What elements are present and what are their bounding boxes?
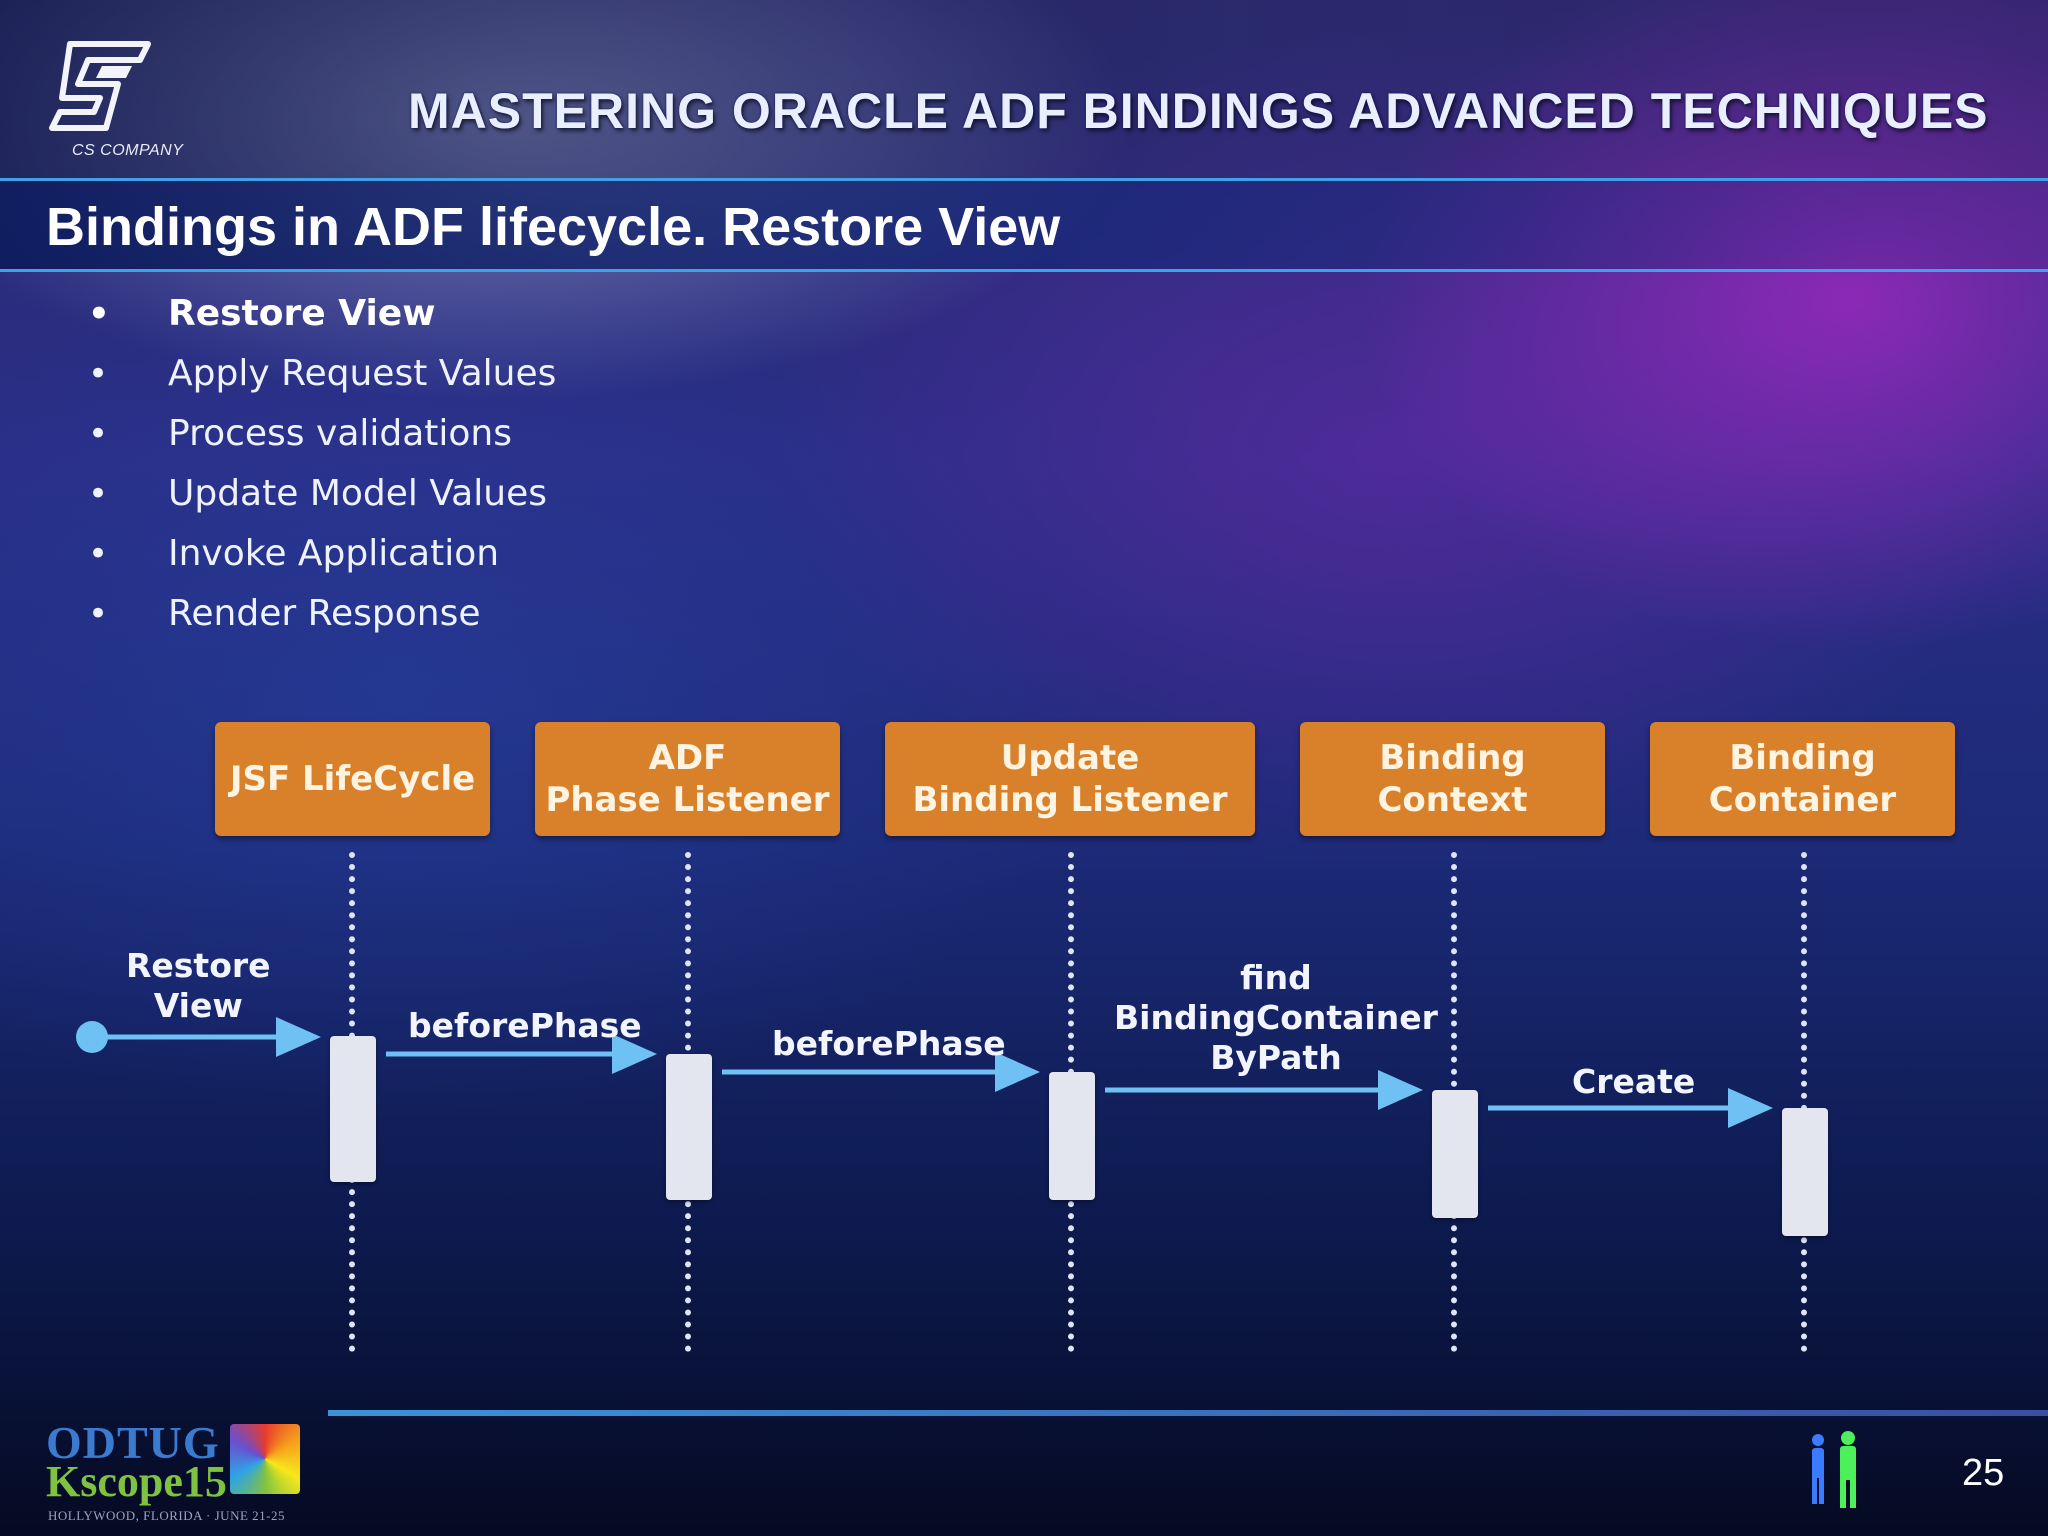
logo-subtitle: CS COMPANY <box>72 142 184 159</box>
activation-bar <box>1049 1072 1095 1200</box>
participant-label: JSF LifeCycle <box>229 759 476 799</box>
message-label-before-phase: beforePhase <box>772 1024 1006 1063</box>
participant-label: Binding Container <box>1708 738 1897 820</box>
list-item: Update Model Values <box>88 464 556 524</box>
cs-logo-icon <box>49 41 151 131</box>
odtug-logo-text: ODTUG <box>46 1417 220 1468</box>
message-label-restore-view: Restore View <box>126 946 271 1025</box>
activation-bar <box>330 1036 376 1182</box>
activation-bar <box>1432 1090 1478 1218</box>
list-item: Invoke Application <box>88 524 556 584</box>
participant-label: ADF Phase Listener <box>545 738 830 820</box>
message-label-find-binding-container: find BindingContainer ByPath <box>1114 958 1438 1077</box>
odtug-logo-subtext: HOLLYWOOD, FLORIDA · JUNE 21-25 <box>48 1508 285 1523</box>
footer-divider <box>328 1410 2048 1416</box>
participant-jsf-lifecycle: JSF LifeCycle <box>215 722 490 836</box>
activation-bar <box>1782 1108 1828 1236</box>
participant-label: Update Binding Listener <box>912 738 1228 820</box>
title-strip <box>0 178 2048 272</box>
kscope-burst-icon <box>230 1424 300 1494</box>
glowing-figures-icon <box>1812 1431 1856 1508</box>
participant-update-binding-listener: Update Binding Listener <box>885 722 1255 836</box>
start-node <box>76 1021 108 1053</box>
header-bar <box>0 0 2048 180</box>
participant-binding-context: Binding Context <box>1300 722 1605 836</box>
list-item: Process validations <box>88 404 556 464</box>
page-number: 25 <box>1962 1452 2005 1494</box>
list-item: Render Response <box>88 584 556 644</box>
list-item: Apply Request Values <box>88 344 556 404</box>
activation-bar <box>666 1054 712 1200</box>
lifecycle-phase-list: Restore View Apply Request Values Proces… <box>88 284 556 644</box>
list-item: Restore View <box>88 284 556 344</box>
kscope-logo-text: Kscope15 <box>46 1457 227 1506</box>
company-logo: CS COMPANY <box>40 40 200 170</box>
message-label-create: Create <box>1572 1062 1696 1101</box>
slide-title: Bindings in ADF lifecycle. Restore View <box>46 197 1061 257</box>
banner-title: MASTERING ORACLE ADF BINDINGS ADVANCED T… <box>408 83 1989 139</box>
participant-label: Binding Context <box>1377 738 1528 820</box>
odtug-kscope-logo: ODTUG Kscope15 HOLLYWOOD, FLORIDA · JUNE… <box>46 1416 316 1526</box>
lifeline-binding-container <box>1801 852 1807 1352</box>
participant-adf-phase-listener: ADF Phase Listener <box>535 722 840 836</box>
participant-binding-container: Binding Container <box>1650 722 1955 836</box>
message-label-before-phase: beforePhase <box>408 1006 642 1045</box>
